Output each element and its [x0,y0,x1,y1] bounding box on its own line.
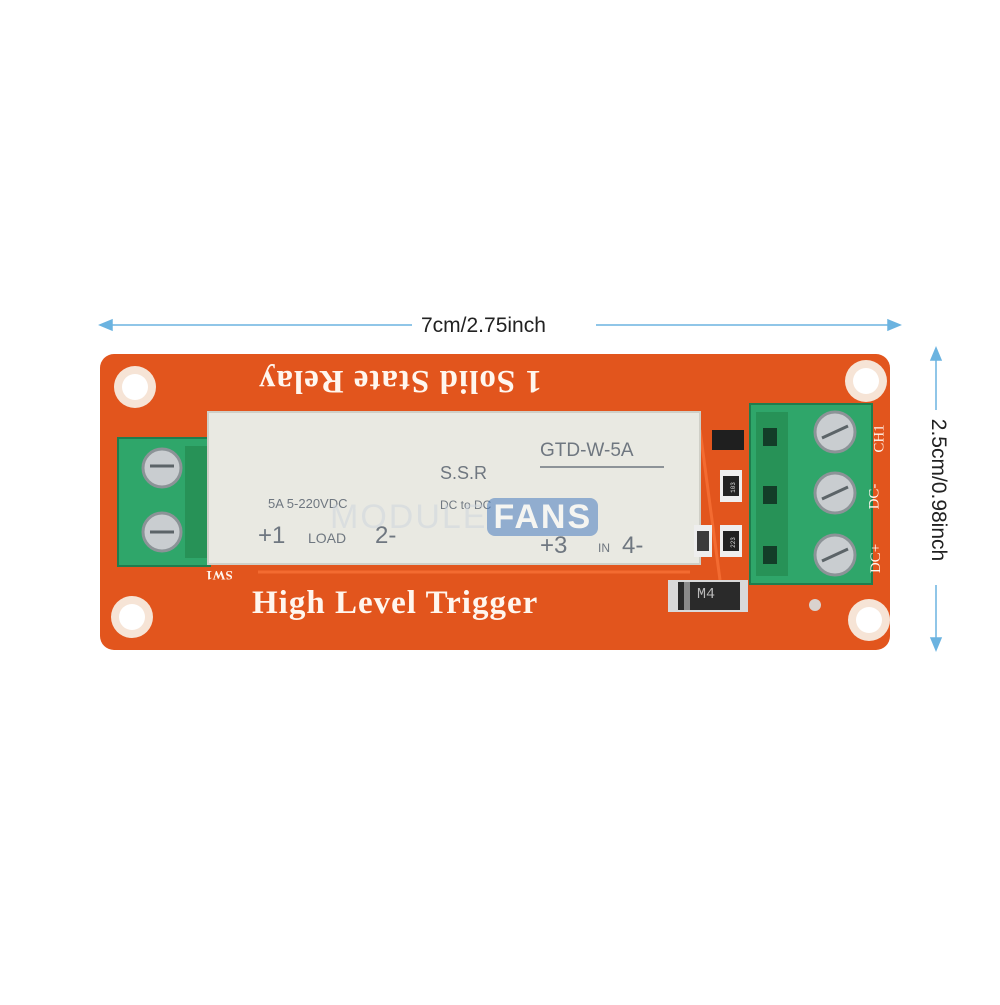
relay-model: GTD-W-5A [540,440,634,461]
pin-label-dc-minus: DC- [866,483,883,510]
diode-code: M4 [697,586,716,603]
board-title: 1 Solid State Relay [258,363,542,399]
pin-label-ch1: CH1 [871,424,888,453]
transistor [712,430,744,450]
ssr-relay-body [207,411,701,565]
relay-pin-four: 4- [622,532,644,559]
height-dimension-label: 2.5cm/0.98inch [926,412,950,568]
smd-code-1: 103 [729,482,737,493]
relay-pin-two: 2- [375,522,397,549]
relay-load-label: LOAD [308,530,347,546]
input-terminal-block [749,403,873,585]
relay-rating: 5A 5-220VDC [268,496,348,511]
smd-code-2: 223 [729,537,737,548]
width-dimension-label: 7cm/2.75inch [415,314,552,338]
smd-components [694,470,742,557]
relay-dc-type: DC to DC [440,498,492,512]
trigger-label: High Level Trigger [252,585,539,621]
pin-label-dc-plus: DC+ [868,543,885,574]
height-dimension-arrow [929,346,943,652]
switch-label: SW1 [206,568,233,583]
load-terminal-block [117,437,211,567]
watermark-text-a: MODULE [330,498,488,536]
relay-pin-plus3: +3 [540,532,568,559]
width-dimension-arrow [98,318,902,332]
relay-type: S.S.R [440,463,488,483]
mounting-holes [111,360,890,641]
relay-in-label: IN [598,541,610,555]
relay-pin-plus1: +1 [258,522,286,549]
watermark-text-b: FANS [487,498,599,536]
diode [668,580,748,612]
